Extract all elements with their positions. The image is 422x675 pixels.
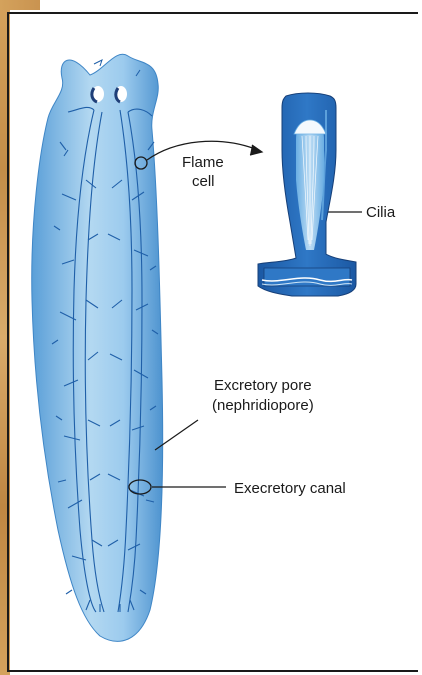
label-flame-cell-line2: cell <box>192 172 215 191</box>
label-execretory-canal: Execretory canal <box>234 479 346 498</box>
label-cilia: Cilia <box>366 203 395 222</box>
label-excretory-pore-line1: Excretory pore <box>214 376 312 395</box>
label-excretory-pore-line2: (nephridiopore) <box>212 396 314 415</box>
flame-cell-illustration <box>258 93 356 296</box>
label-flame-cell-line1: Flame <box>182 153 224 172</box>
